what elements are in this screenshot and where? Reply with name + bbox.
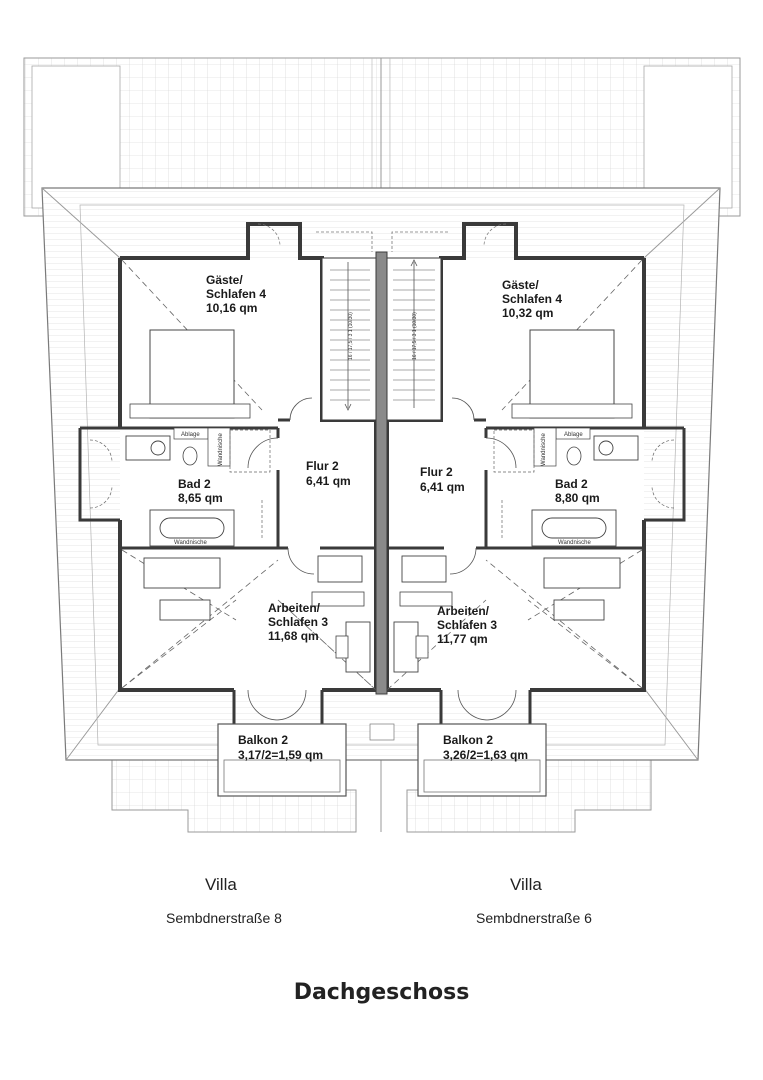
party-wall	[375, 251, 388, 695]
right-bad-label: Bad 2 8,80 qm	[555, 477, 600, 505]
left-flur-label: Flur 2 6,41 qm	[306, 459, 351, 488]
right-balkon-label: Balkon 2 3,26/2=1,63 qm	[443, 733, 528, 762]
left-shower-niche-label: Wandnische	[218, 433, 224, 466]
left-unit	[78, 222, 378, 797]
right-arbeiten-label: Arbeiten/ Schlafen 3 11,77 qm	[437, 604, 500, 646]
right-ablage-label: Ablage	[564, 432, 583, 438]
left-villa-caption: Villa	[205, 875, 237, 894]
terrace-bottom	[111, 751, 652, 833]
left-arbeiten-label: Arbeiten/ Schlafen 3 11,68 qm	[268, 601, 331, 643]
left-stair-note: 16 / 17,5 / 3 1 (10/30)	[348, 312, 354, 360]
right-stair-note: 16 / 17,5 / 3 1 (10/30)	[412, 312, 418, 360]
right-flur-label: Flur 2 6,41 qm	[420, 465, 465, 494]
right-tub-niche-label: Wandnische	[558, 540, 591, 546]
floor-plan: Gäste/ Schlafen 4 10,16 qm Flur 2 6,41 q…	[23, 57, 741, 833]
right-villa-caption: Villa	[510, 875, 542, 894]
right-unit	[385, 222, 686, 797]
left-ablage-label: Ablage	[181, 432, 200, 438]
right-gaeste-label: Gäste/ Schlafen 4 10,32 qm	[502, 278, 565, 320]
right-shower-niche-label: Wandnische	[541, 433, 547, 466]
left-balkon-label: Balkon 2 3,17/2=1,59 qm	[238, 733, 323, 762]
left-gaeste-label: Gäste/ Schlafen 4 10,16 qm	[206, 273, 269, 315]
page-title: Dachgeschoss	[293, 980, 470, 1005]
left-street-caption: Sembdnerstraße 8	[166, 910, 282, 926]
left-bad-label: Bad 2 8,65 qm	[178, 477, 223, 505]
right-street-caption: Sembdnerstraße 6	[476, 910, 592, 926]
left-tub-niche-label: Wandnische	[174, 540, 207, 546]
